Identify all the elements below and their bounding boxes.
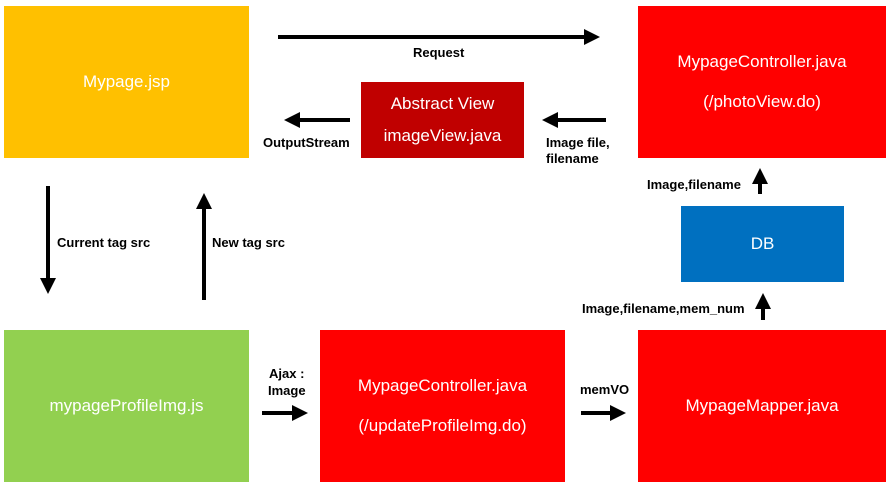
controller-update-name: MypageController.java — [357, 376, 528, 395]
mypage-jsp-box: Mypage.jsp — [4, 6, 249, 158]
ajax-label-line1: Ajax : — [269, 366, 305, 381]
image-file-label-line2: filename — [546, 151, 599, 166]
request-label: Request — [413, 45, 465, 60]
db-box: DB — [681, 206, 844, 282]
db-label: DB — [750, 234, 775, 253]
ajax-label-line2: Image — [268, 383, 306, 398]
abstract-view-label: Abstract View — [390, 94, 495, 113]
image-filename-mem-label: Image,filename,mem_num — [582, 301, 745, 316]
controller-photo-name: MypageController.java — [677, 52, 847, 71]
profile-js-label: mypageProfileImg.js — [49, 396, 204, 415]
output-stream-label: OutputStream — [263, 135, 350, 150]
controller-update-box: MypageController.java (/updateProfileImg… — [320, 330, 565, 482]
controller-photo-box: MypageController.java (/photoView.do) — [638, 6, 886, 158]
new-tag-label: New tag src — [212, 235, 285, 250]
memvo-label: memVO — [580, 382, 630, 397]
mapper-box: MypageMapper.java — [638, 330, 886, 482]
profile-js-box: mypageProfileImg.js — [4, 330, 249, 482]
controller-update-path: (/updateProfileImg.do) — [358, 416, 527, 435]
image-file-label-line1: Image file, — [546, 135, 610, 150]
current-tag-label: Current tag src — [57, 235, 151, 250]
controller-photo-path: (/photoView.do) — [703, 92, 821, 111]
image-view-label: imageView.java — [383, 126, 502, 145]
mypage-jsp-label: Mypage.jsp — [83, 72, 170, 91]
image-filename-label: Image,filename — [647, 177, 741, 192]
abstract-view-box: Abstract View imageView.java — [361, 82, 524, 158]
mapper-label: MypageMapper.java — [685, 396, 839, 415]
